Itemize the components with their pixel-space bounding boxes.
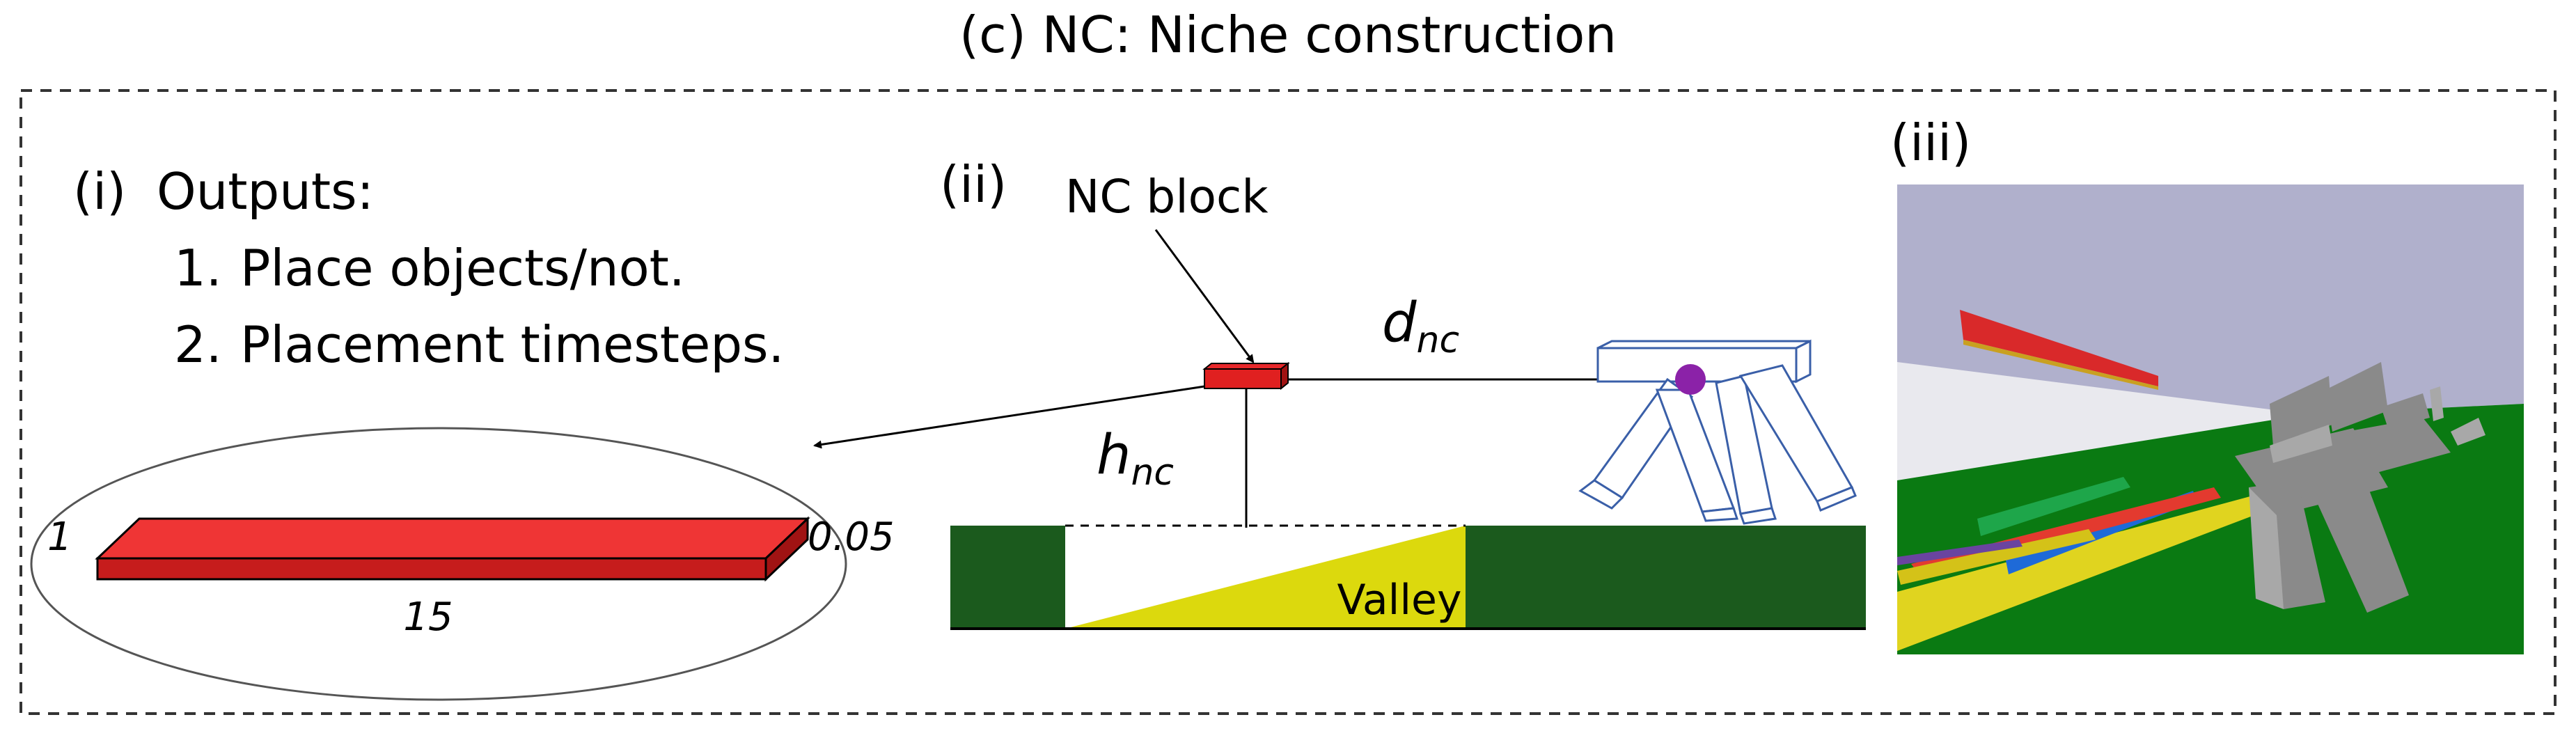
zoomed-nc-block (95, 516, 810, 582)
ground-left (950, 526, 1065, 629)
ground-right (1466, 526, 1866, 629)
outputs-heading: Outputs: (157, 162, 374, 221)
panel-i-label: (i) (73, 162, 126, 221)
output-item-1-num: 1. (174, 239, 222, 297)
panel-iii: (iii) (1890, 113, 2524, 654)
nc-block (1202, 361, 1290, 391)
panel-ii-label: (ii) (940, 155, 1007, 214)
block-dim-bottom: 15 (403, 595, 453, 640)
agent-center-marker (1675, 364, 1706, 395)
panel-i: (i) Outputs: 1. Place objects/not. 2. Pl… (30, 162, 895, 701)
valley-label: Valley (1337, 576, 1462, 624)
distance-label: dnc (1382, 292, 1459, 361)
simulation-render (1897, 184, 2524, 654)
figure-title: (c) NC: Niche construction (959, 6, 1617, 64)
valley-slope (1065, 526, 1466, 629)
output-item-1-text: Place objects/not. (240, 239, 685, 297)
label-pointer-arrow (1154, 229, 1255, 363)
dashed-frame (19, 89, 2557, 715)
panel-iii-label: (iii) (1890, 113, 1971, 172)
block-dim-right: 0.05 (808, 514, 895, 560)
zoom-ellipse (30, 427, 847, 701)
agent-robot (1578, 339, 1857, 525)
zoom-arrow (813, 385, 1205, 449)
block-dim-left: 1 (47, 514, 72, 560)
panel-ii: (ii) NC block dnc hnc Valley (813, 155, 1866, 630)
output-item-2-text: Placement timesteps. (240, 315, 784, 374)
terrain: Valley (950, 524, 1866, 630)
height-label: hnc (1097, 424, 1174, 494)
output-item-2-num: 2. (174, 315, 222, 374)
nc-block-label: NC block (1065, 170, 1269, 223)
